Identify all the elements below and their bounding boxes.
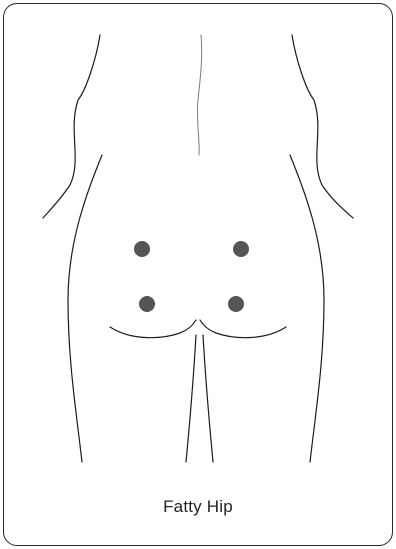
lower-right-injection-point [228,296,244,312]
lower-left-injection-point [139,296,155,312]
left-hip-outline [68,155,102,462]
left-waist-outline [43,35,100,218]
upper-right-injection-point [233,241,249,257]
left-inner-thigh-line [186,335,196,462]
spine-line [197,35,201,155]
right-gluteal-fold [200,320,286,338]
figure-caption: Fatty Hip [0,497,396,517]
left-gluteal-fold [110,320,196,338]
upper-left-injection-point [134,241,150,257]
right-waist-outline [292,35,353,218]
right-inner-thigh-line [203,335,213,462]
right-hip-outline [290,155,324,462]
